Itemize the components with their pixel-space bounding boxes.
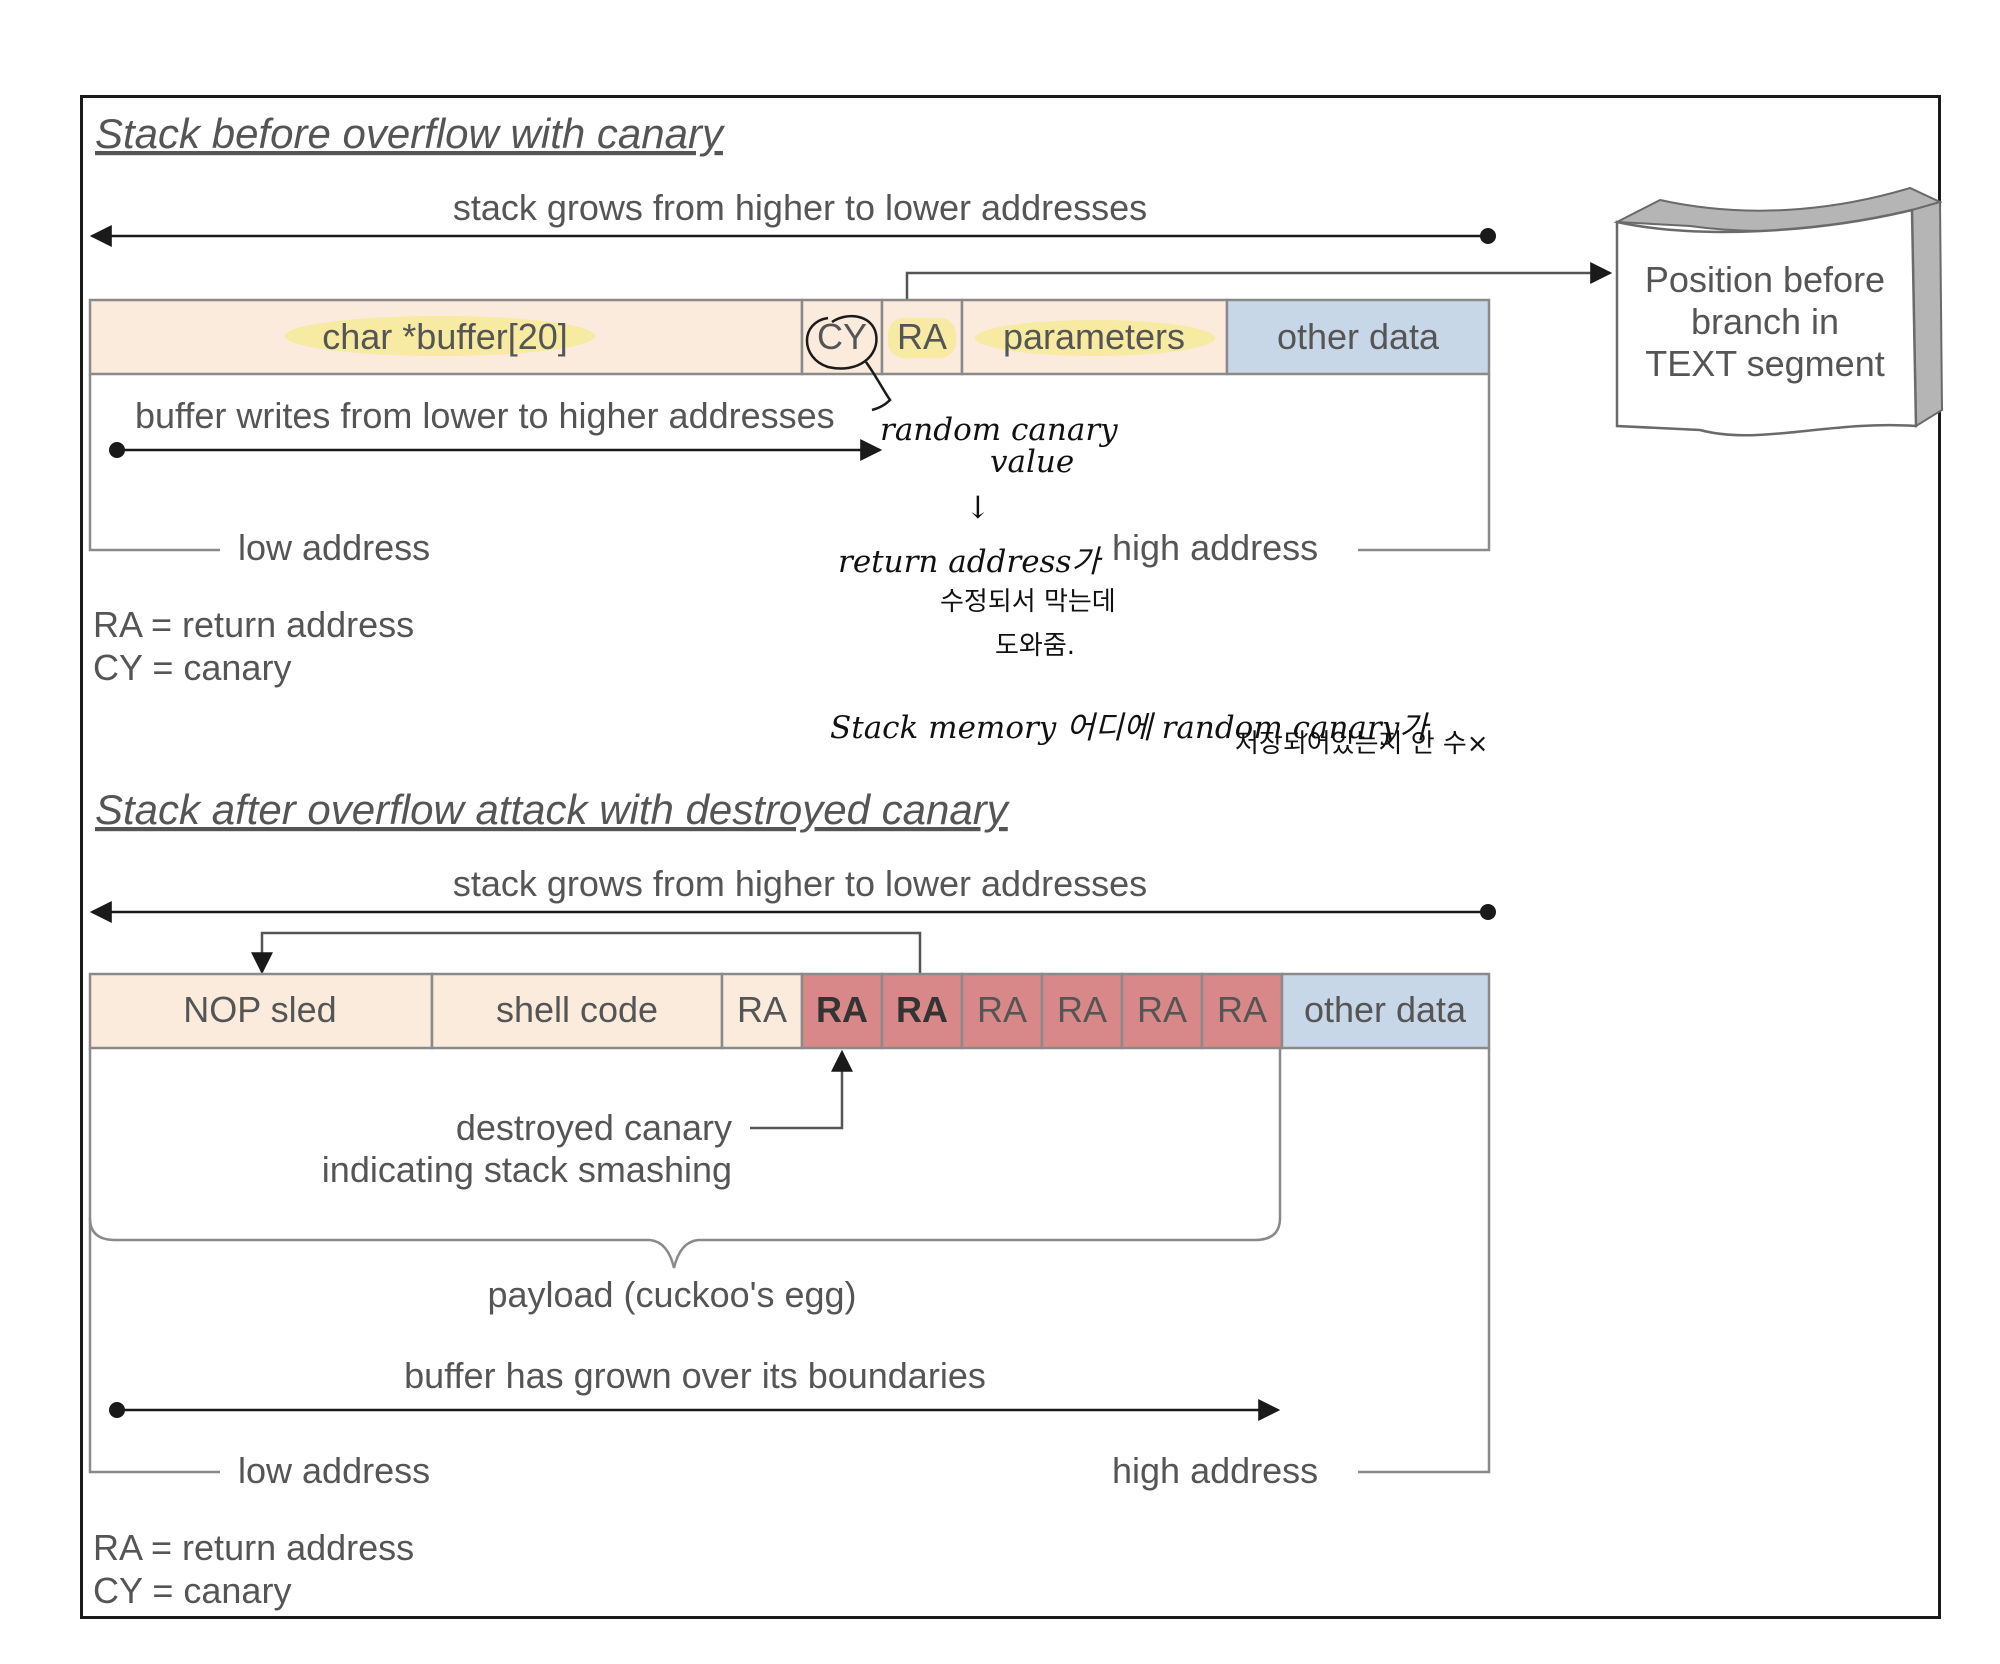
payload-label: payload (cuckoo's egg): [487, 1274, 856, 1315]
cell-ra-param-2: [1040, 972, 1124, 1050]
top-high-bracket: [1358, 374, 1491, 552]
bottom-title: Stack after overflow attack with destroy…: [95, 786, 1011, 833]
cell-ra-label: RA: [897, 316, 947, 357]
top-branch-arrow: [905, 262, 1613, 300]
ra-note-line-1: return address가: [838, 544, 1103, 580]
text-segment-line-1: Position before: [1645, 259, 1885, 300]
bottom-stack: NOP sled shell code RA RA RA RA RA RA RA…: [88, 972, 1491, 1050]
cell-ra-canary-label: RA: [816, 989, 868, 1030]
cell-ra-return-label: RA: [896, 989, 948, 1030]
cell-shell-code-label: shell code: [496, 989, 658, 1030]
bottom-grow-label: stack grows from higher to lower address…: [453, 863, 1147, 904]
payload-brace: [88, 1048, 1282, 1269]
top-legend-ra: RA = return address: [93, 604, 414, 645]
diagram-frame: [80, 95, 1941, 1619]
cell-other-data: [1225, 298, 1491, 376]
canary-note-line-1: random canary: [880, 412, 1118, 448]
canary-note-line-2: value: [990, 444, 1074, 480]
grown-label: buffer has grown over its boundaries: [404, 1355, 986, 1396]
parameters-highlight: [975, 320, 1215, 356]
stack-note-line-2: 저장되어있는지 안 수×: [1235, 729, 1489, 759]
bottom-legend-ra: RA = return address: [93, 1527, 414, 1568]
cell-buffer-label: char *buffer[20]: [322, 316, 568, 357]
cell-ra-param-3-label: RA: [1137, 989, 1187, 1030]
destroyed-canary-line-1: destroyed canary: [456, 1107, 732, 1148]
top-low-address: low address: [238, 527, 430, 568]
down-arrow-mark: ↓: [965, 490, 991, 526]
ra-note-line-3: 도와줌.: [995, 631, 1075, 661]
cell-ra-plain-label: RA: [737, 989, 787, 1030]
cell-ra-param-2-label: RA: [1057, 989, 1107, 1030]
stack-note-line-1: Stack memory 어디에 random canary가: [830, 710, 1431, 746]
bottom-high-address: high address: [1112, 1450, 1318, 1491]
cell-ra-param-3: [1120, 972, 1204, 1050]
text-segment-line-3: TEXT segment: [1645, 343, 1884, 384]
bottom-legend-cy: CY = canary: [93, 1570, 291, 1611]
cell-canary-label: CY: [817, 316, 867, 357]
top-stack: char *buffer[20] CY RA parameters other …: [88, 298, 1491, 376]
top-high-address: high address: [1112, 527, 1318, 568]
cell-ra-param-1-label: RA: [977, 989, 1027, 1030]
buffer-highlight: [285, 316, 595, 356]
cell-ra-param-1: [960, 972, 1044, 1050]
canary-circle-mark: [805, 314, 878, 370]
destroyed-canary-line-2: indicating stack smashing: [322, 1149, 732, 1190]
bottom-jump-arrow: [251, 931, 922, 975]
top-grow-dot: [1480, 228, 1496, 244]
cell-parameters-label: parameters: [1003, 316, 1185, 357]
top-legend-cy: CY = canary: [93, 647, 291, 688]
ra-highlight: [888, 318, 956, 358]
cell-ra-param-4: [1200, 972, 1284, 1050]
destroyed-canary-arrow: [750, 1049, 853, 1130]
cell-bottom-other-data: [1280, 972, 1491, 1050]
top-grow-label: stack grows from higher to lower address…: [453, 187, 1147, 228]
handwritten-notes: random canary value ↓ return address가 수정…: [830, 412, 1489, 759]
bottom-low-address: low address: [238, 1450, 430, 1491]
cell-nop-sled-label: NOP sled: [183, 989, 336, 1030]
bottom-grow-dot: [1480, 904, 1496, 920]
text-segment-box: Position before branch in TEXT segment: [1613, 186, 1944, 437]
bottom-low-bracket: [88, 1218, 220, 1474]
bottom-high-bracket: [1358, 1048, 1491, 1474]
cell-nop-sled: [88, 972, 434, 1050]
cell-ra-return: [880, 972, 964, 1050]
cell-bottom-other-data-label: other data: [1304, 989, 1467, 1030]
ra-note-line-2: 수정되서 막는데: [940, 587, 1116, 617]
top-write-dot: [109, 442, 125, 458]
cell-canary: [800, 298, 884, 376]
grown-dot: [109, 1402, 125, 1418]
top-title: Stack before overflow with canary: [95, 110, 726, 157]
canary-pointer-mark: [864, 361, 892, 412]
cell-ra-param-4-label: RA: [1217, 989, 1267, 1030]
text-segment-line-2: branch in: [1691, 301, 1839, 342]
top-low-bracket: [88, 374, 220, 552]
top-write-label: buffer writes from lower to higher addre…: [135, 395, 835, 436]
cell-other-data-label: other data: [1277, 316, 1440, 357]
cell-ra-plain: [720, 972, 804, 1050]
